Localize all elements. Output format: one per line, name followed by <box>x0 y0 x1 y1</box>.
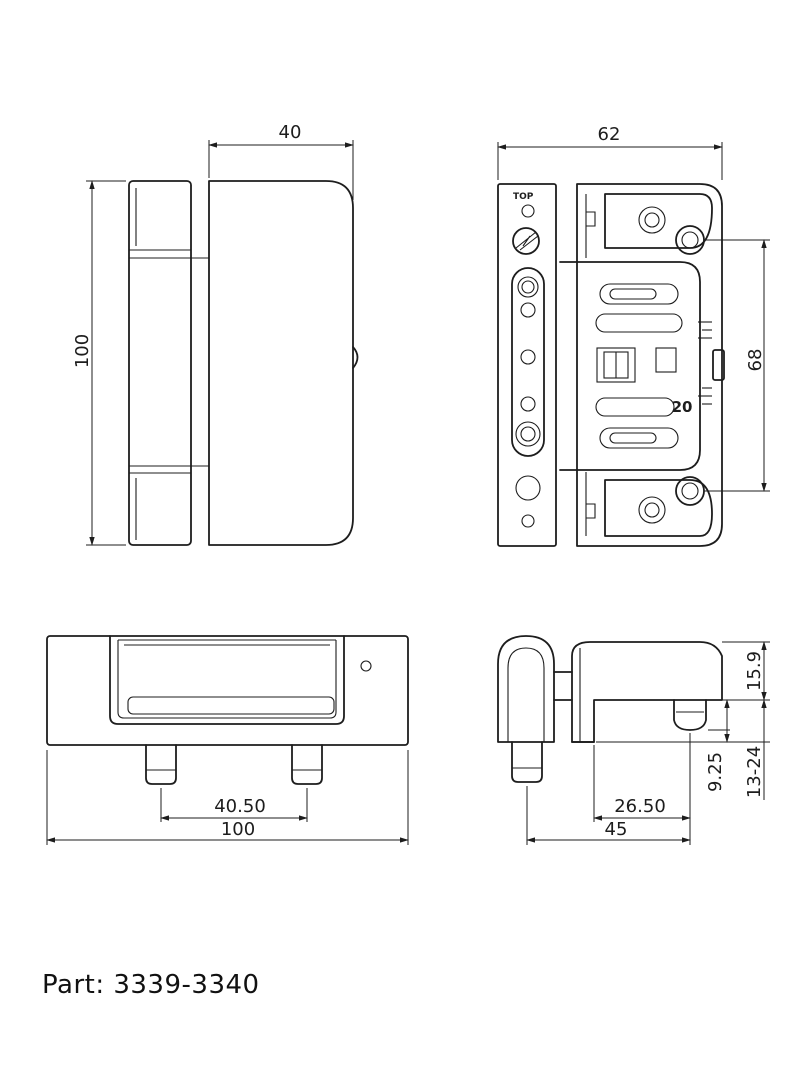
adjust-mark: 20 <box>672 398 693 416</box>
pin-spacing-dim: 40.50 <box>214 796 266 817</box>
pin-dim: 9.25 <box>705 752 726 792</box>
front-view: 40 100 <box>72 122 359 546</box>
side-view: TOP <box>497 124 770 547</box>
front-width-dim: 40 <box>279 122 302 143</box>
bottom-overall-dim: 100 <box>221 819 255 840</box>
hole-spacing-dim: 68 <box>745 349 766 372</box>
top-mark: TOP <box>513 192 534 202</box>
range-dim: 13-24 <box>744 746 765 798</box>
depth-dim: 45 <box>605 819 628 840</box>
side-width-dim: 62 <box>598 124 621 145</box>
end-view: 15.9 9.25 13-24 26.50 45 <box>497 635 770 845</box>
offset-dim: 26.50 <box>614 796 666 817</box>
bottom-view: 40.50 100 <box>46 635 409 845</box>
part-caption: Part: 3339-3340 <box>42 970 260 1000</box>
logo-icon <box>512 227 540 255</box>
end-height-dim: 15.9 <box>744 651 765 691</box>
front-height-dim: 100 <box>72 334 93 368</box>
